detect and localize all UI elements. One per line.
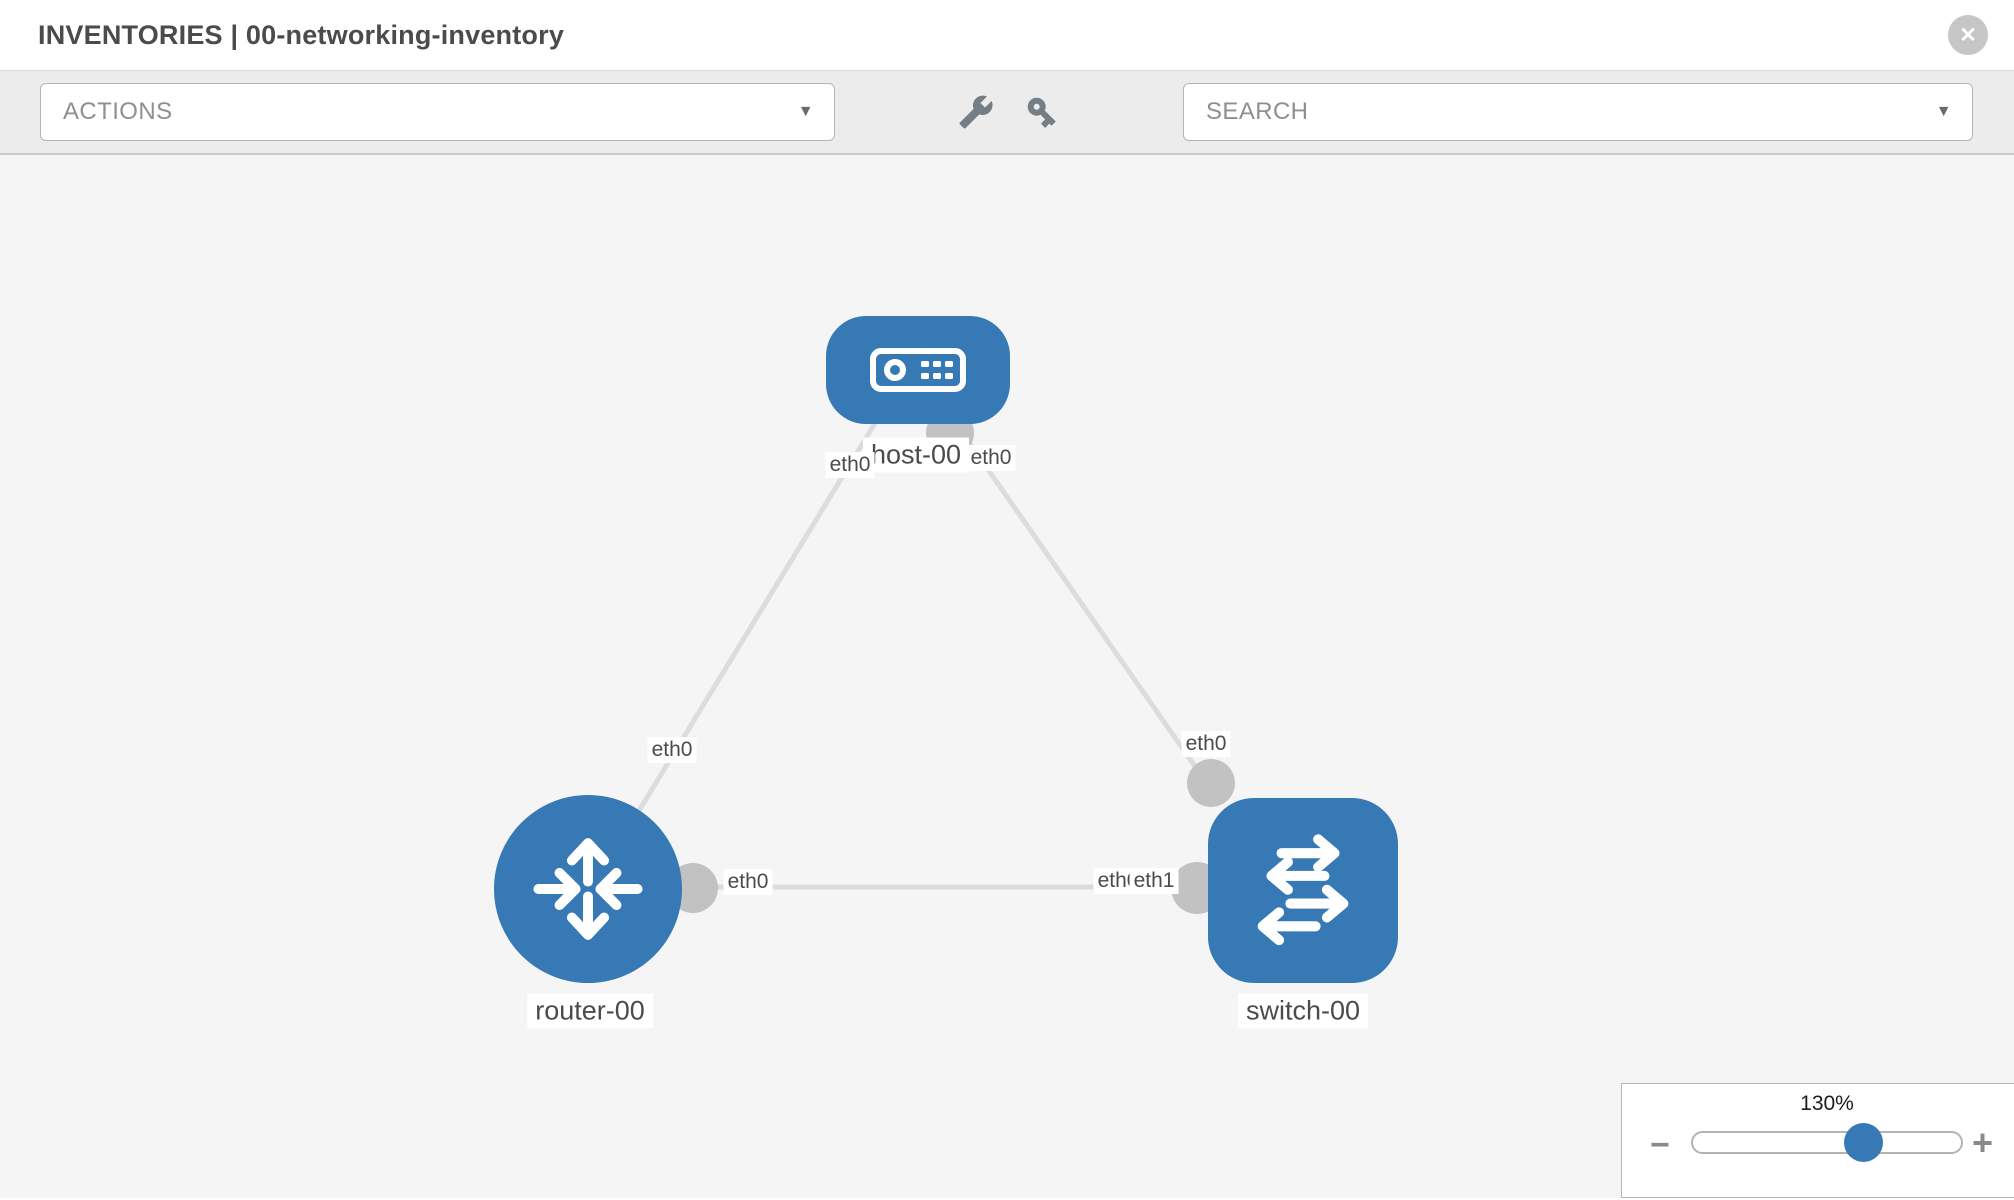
page-title: INVENTORIES | 00-networking-inventory: [38, 19, 565, 50]
node-switch-00[interactable]: [1208, 798, 1398, 983]
header: INVENTORIES | 00-networking-inventory ✕: [0, 0, 2014, 71]
search-dropdown[interactable]: SEARCH ▼: [1183, 83, 1973, 141]
node-label-host-00: host-00: [862, 437, 970, 473]
link-host-router[interactable]: [612, 413, 883, 852]
zoom-panel: 130% − +: [1621, 1083, 2014, 1198]
router-icon: [533, 838, 643, 940]
chevron-down-icon: ▼: [797, 103, 814, 120]
iface-label-router-eth0: eth0: [723, 869, 773, 895]
search-dropdown-label: SEARCH: [1206, 98, 1309, 125]
iface-label-host-eth0-right: eth0: [966, 445, 1016, 471]
node-label-switch-00: switch-00: [1237, 993, 1369, 1029]
zoom-level: 130%: [1800, 1092, 1854, 1115]
host-icon: [870, 348, 966, 392]
iface-label-host-eth0-left: eth0: [825, 452, 875, 478]
switch-icon: [1257, 833, 1349, 945]
chevron-down-icon: ▼: [1935, 103, 1952, 120]
port-circle-switch-top: [1187, 759, 1235, 807]
close-icon: ✕: [1959, 23, 1977, 47]
zoom-in-button[interactable]: +: [1972, 1122, 1994, 1163]
iface-label-switch-eth0-uplink: eth0: [1181, 731, 1231, 757]
toolbar-icons: [958, 94, 1060, 130]
topology-canvas[interactable]: host-00 router-00 switch-00 eth0 eth0 et…: [0, 155, 2014, 1198]
iface-label-router-eth0-uplink: eth0: [647, 737, 697, 763]
node-host-00[interactable]: [826, 316, 1010, 424]
wrench-icon[interactable]: [958, 94, 994, 130]
actions-dropdown[interactable]: ACTIONS ▼: [40, 83, 835, 141]
node-router-00[interactable]: [494, 795, 682, 983]
topology-wires: [612, 409, 1235, 914]
zoom-slider-track[interactable]: [1691, 1131, 1963, 1154]
link-host-switch[interactable]: [947, 413, 1218, 797]
close-button[interactable]: ✕: [1948, 15, 1988, 55]
toolbar: ACTIONS ▼ SEARCH ▼: [0, 71, 2014, 155]
node-label-router-00: router-00: [527, 993, 653, 1029]
zoom-out-button[interactable]: −: [1650, 1126, 1670, 1164]
key-icon[interactable]: [1024, 94, 1060, 130]
iface-label-switch-eth1: eth1: [1129, 868, 1179, 894]
actions-dropdown-label: ACTIONS: [63, 98, 173, 125]
zoom-slider-thumb[interactable]: [1844, 1123, 1883, 1162]
